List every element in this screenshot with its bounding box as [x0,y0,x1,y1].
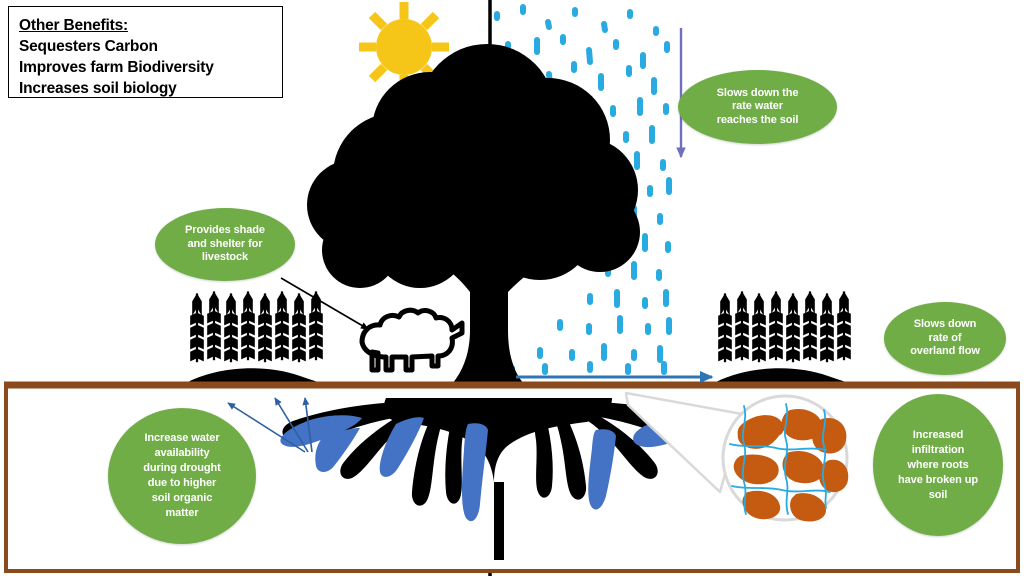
soil-water-arrow-2 [274,397,309,453]
other-benefits-item-0: Sequesters Carbon [19,38,158,55]
other-benefits-item-2: Increases soil biology [19,80,177,97]
wheat-crop-left [186,291,323,384]
shade-to-sheep-arrow [280,277,369,330]
other-benefits-heading: Other Benefits: [19,17,128,34]
callout-overland-flow-text: Slows down rate of overland flow [910,318,980,358]
other-benefits-box: Other Benefits: Sequesters Carbon Improv… [8,6,283,98]
soil-water-arrow-1 [227,402,306,453]
sun-icon [359,2,449,92]
callout-shade-shelter[interactable]: Provides shade and shelter for livestock [155,208,295,281]
soil-water-arrow-3 [302,397,313,453]
callout-water-availability-text: Increase water availability during droug… [143,432,221,519]
tree [307,44,640,400]
callout-rain-interception[interactable]: Slows down the rate water reaches the so… [678,70,837,144]
other-benefits-item-1: Improves farm Biodiversity [19,59,214,76]
callout-rain-interception-text: Slows down the rate water reaches the so… [716,86,799,126]
callout-shade-shelter-text: Provides shade and shelter for livestock [185,224,265,264]
wheat-crop-right [714,291,851,384]
sheep-icon [359,307,465,373]
callout-water-availability[interactable]: Increase water availability during droug… [108,408,256,544]
soil-aggregate-magnifier [624,391,849,522]
callout-infiltration-text: Increased infiltration where roots have … [898,428,978,501]
callout-infiltration[interactable]: Increased infiltration where roots have … [873,394,1003,536]
callout-overland-flow[interactable]: Slows down rate of overland flow [884,302,1006,375]
